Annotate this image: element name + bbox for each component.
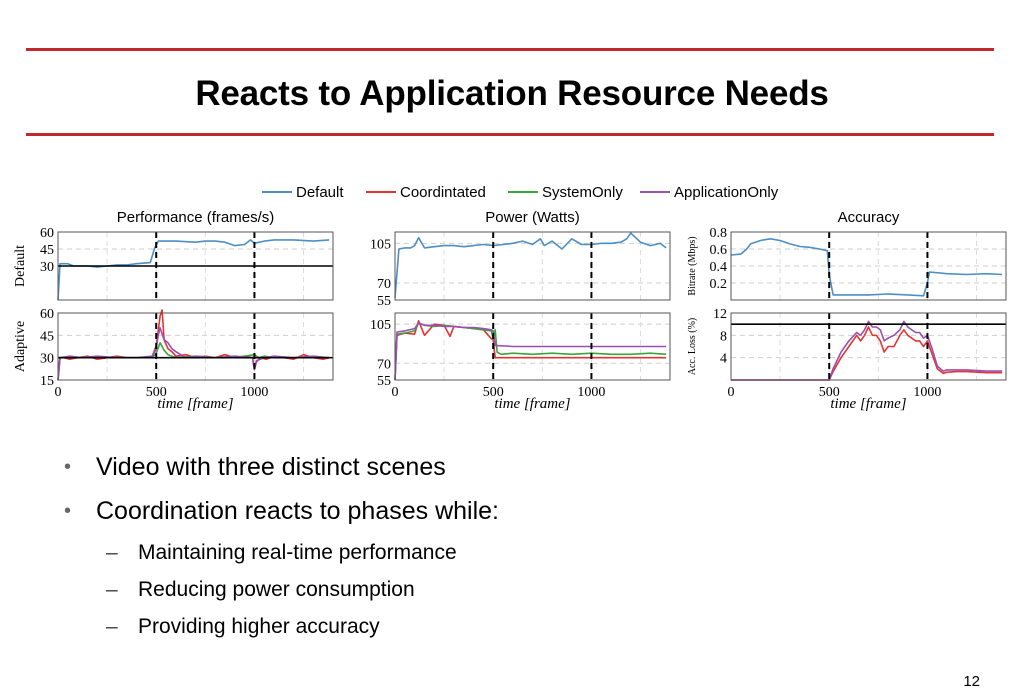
y-tick-label: 45	[40, 243, 54, 258]
sub-bullet-text: Maintaining real-time performance	[138, 541, 457, 564]
x-tick-label: 0	[392, 385, 399, 400]
chart-title: Power (Watts)	[485, 209, 579, 226]
legend-item: Default	[262, 184, 344, 201]
bullet-list: • Video with three distinct scenes • Coord…	[60, 450, 499, 649]
legend-label: SystemOnly	[542, 184, 623, 201]
y-tick-label: 105	[370, 318, 391, 333]
results-figure: Default Coordintated SystemOnly Application…	[13, 184, 1007, 412]
x-axis-label: time [frame]	[494, 396, 570, 412]
sub-bullet-text: Providing higher accuracy	[138, 615, 380, 638]
x-tick-label: 500	[483, 385, 504, 400]
chart-panel: 15 30 45 60 0 500 1000 Adaptive time [frame]	[13, 307, 334, 412]
legend-label: Default	[296, 184, 344, 201]
bullet-text: Video with three distinct scenes	[96, 453, 446, 481]
sub-bullet-item: –Providing higher accuracy	[60, 612, 499, 649]
dash-marker: –	[106, 541, 118, 564]
series-line	[394, 320, 667, 381]
x-tick-label: 0	[55, 385, 62, 400]
y-tick-label: 30	[40, 260, 54, 275]
y-tick-label: 55	[377, 374, 391, 389]
bullet-marker: •	[64, 456, 72, 478]
y-axis-label: Bitrate (Mbps)	[687, 236, 698, 295]
chart-panel: 55 70 105 0 500 1000 time [frame]	[370, 312, 671, 412]
x-axis-label: time [frame]	[830, 396, 906, 412]
y-tick-label: 0.2	[710, 277, 728, 292]
y-tick-label: 0.8	[710, 226, 728, 241]
dash-marker: –	[106, 578, 118, 601]
y-tick-label: 60	[40, 226, 54, 241]
chart-panel: 30 45 60 Performance (frames/s) Default	[13, 209, 334, 301]
y-tick-label: 0.4	[710, 260, 728, 275]
x-tick-label: 1000	[913, 385, 941, 400]
legend-label: ApplicationOnly	[674, 184, 779, 201]
series-line	[57, 342, 330, 381]
legend-item: ApplicationOnly	[640, 184, 779, 201]
plot-frame	[394, 231, 671, 301]
plot-frame	[57, 312, 334, 381]
chart-panel: 55 70 105 Power (Watts)	[370, 209, 671, 309]
chart-title: Accuracy	[838, 209, 900, 226]
series-line	[731, 326, 1003, 381]
series-line	[57, 327, 330, 381]
top-rule	[26, 48, 994, 51]
plot-frame	[730, 231, 1007, 301]
y-tick-label: 60	[40, 307, 54, 322]
bullet-item: • Video with three distinct scenes	[60, 450, 499, 494]
y-tick-label: 8	[720, 329, 727, 344]
series-line	[730, 237, 1003, 297]
series-line	[394, 322, 667, 381]
y-axis-label: Acc. Loss (%)	[687, 318, 698, 375]
bullet-marker: •	[64, 500, 72, 522]
x-axis-label: time [frame]	[157, 396, 233, 412]
y-tick-label: 70	[377, 277, 391, 292]
bullet-item: • Coordination reacts to phases while:	[60, 494, 499, 538]
slide-title: Reacts to Application Resource Needs	[195, 74, 829, 113]
x-tick-label: 1000	[240, 385, 268, 400]
y-axis-label: Adaptive	[13, 321, 28, 372]
plot-frame	[730, 312, 1007, 381]
bullet-text: Coordination reacts to phases while:	[96, 497, 500, 525]
x-tick-label: 500	[819, 385, 840, 400]
x-tick-label: 0	[728, 385, 735, 400]
x-tick-label: 500	[146, 385, 167, 400]
bottom-rule	[26, 133, 994, 136]
sub-bullet-text: Reducing power consumption	[138, 578, 415, 601]
series-line	[57, 309, 330, 381]
chart-title: Performance (frames/s)	[117, 209, 275, 226]
y-axis-label: Default	[13, 245, 28, 287]
y-tick-label: 12	[713, 307, 727, 322]
y-tick-label: 30	[40, 352, 54, 367]
y-tick-label: 70	[377, 357, 391, 372]
y-tick-label: 15	[40, 374, 54, 389]
x-tick-label: 1000	[577, 385, 605, 400]
series-line	[394, 322, 667, 381]
legend-item: SystemOnly	[508, 184, 623, 201]
y-tick-label: 0.6	[710, 243, 728, 258]
series-line	[394, 232, 667, 298]
sub-bullet-item: –Reducing power consumption	[60, 575, 499, 612]
page-number: 12	[963, 673, 980, 690]
dash-marker: –	[106, 615, 118, 638]
y-tick-label: 55	[377, 294, 391, 309]
legend-item: Coordintated	[366, 184, 486, 201]
plot-frame	[57, 231, 334, 301]
chart-panel: 4 8 12 0 500 1000 Acc. Loss (%) time [frame]	[687, 307, 1007, 412]
legend-label: Coordintated	[400, 184, 486, 201]
sub-bullet-item: –Maintaining real-time performance	[60, 538, 499, 575]
y-tick-label: 105	[370, 237, 391, 252]
y-tick-label: 45	[40, 329, 54, 344]
series-line	[731, 320, 1003, 381]
plot-frame	[394, 312, 671, 381]
y-tick-label: 4	[720, 352, 727, 367]
